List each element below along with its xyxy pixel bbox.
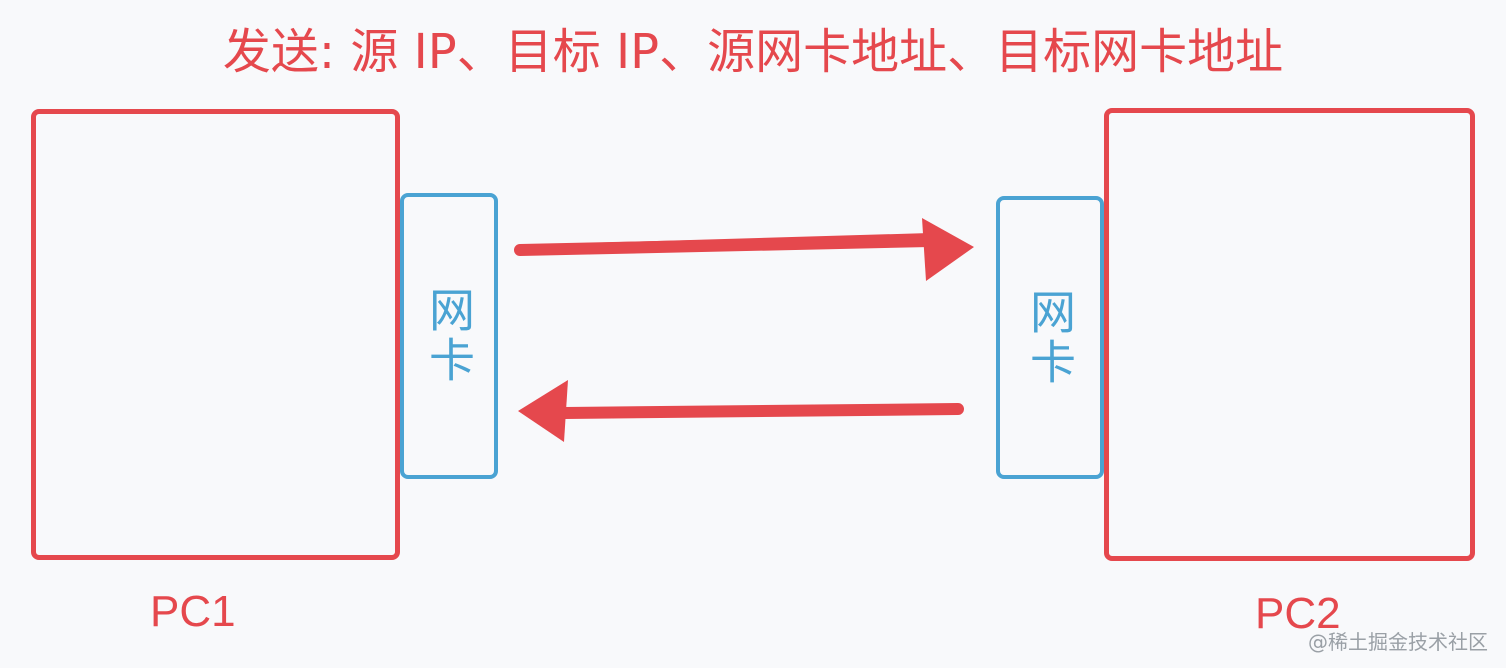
pc2-label: PC2 [1255, 589, 1341, 638]
arrow-pc1-to-pc2 [514, 218, 974, 281]
arrow-left-head [518, 380, 568, 442]
arrow-pc2-to-pc1 [518, 380, 964, 442]
pc1-box [31, 109, 400, 560]
pc2-box [1104, 108, 1475, 561]
arrow-right-head [922, 218, 974, 281]
pc2-nic-label: 网卡 [1023, 287, 1077, 388]
watermark: @稀土掘金技术社区 [1308, 630, 1488, 654]
pc1-nic-box: 网卡 [400, 193, 498, 479]
diagram-title: 发送: 源 IP、目标 IP、源网卡地址、目标网卡地址 [222, 24, 1284, 80]
pc2-nic-box: 网卡 [996, 196, 1104, 479]
pc1-label: PC1 [150, 587, 236, 636]
pc1-nic-label: 网卡 [422, 286, 476, 386]
